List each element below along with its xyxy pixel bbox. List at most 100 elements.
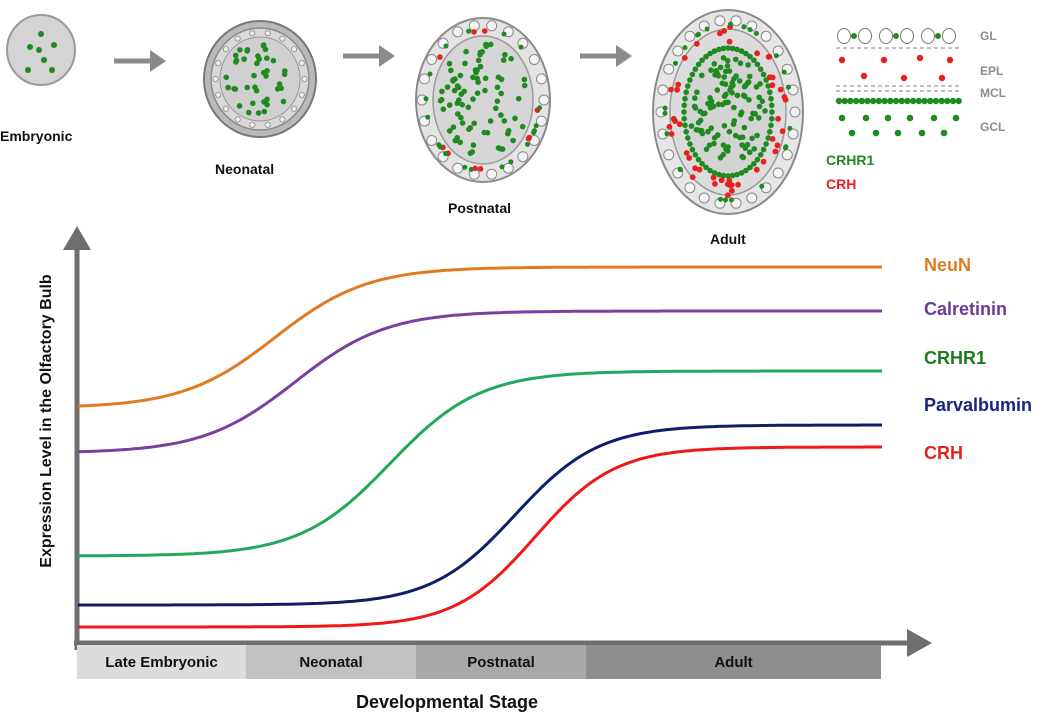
mcl-cell: [695, 61, 702, 68]
gl-cell: [517, 151, 529, 163]
crhr1-cell: [250, 100, 256, 107]
series-label-calretinin: Calretinin: [924, 299, 1008, 319]
mcl-cell: [734, 171, 740, 178]
mcl-cell: [898, 97, 905, 105]
gl-cell: [684, 182, 696, 194]
crhr1-cell: [746, 149, 753, 156]
crhr1-cell: [261, 108, 268, 115]
crhr1-cell: [237, 47, 243, 53]
mcl-cell: [687, 141, 693, 147]
crh-cell: [725, 192, 731, 199]
crh-cell: [670, 115, 677, 122]
crh-cell: [481, 28, 488, 34]
gl-cell: [921, 28, 935, 44]
crhr1-cell: [232, 52, 239, 59]
crh-cell: [692, 165, 698, 172]
crhr1-cell: [718, 196, 723, 202]
mcl-cell: [909, 97, 917, 105]
crhr1-cell: [753, 30, 759, 36]
crhr1-cell: [753, 84, 760, 90]
crhr1-cell: [692, 105, 699, 111]
crhr1-cell: [518, 44, 524, 50]
crhr1-cell: [25, 67, 31, 73]
crh-cell: [712, 181, 718, 187]
crhr1-cell: [721, 123, 728, 129]
gl-cell: [672, 45, 684, 57]
series-lines: [77, 265, 882, 629]
crhr1-cell: [726, 68, 733, 74]
crhr1-cell: [450, 124, 457, 130]
crhr1-cell: [537, 105, 543, 111]
gl-cell: [298, 60, 305, 67]
gl-cell: [789, 106, 801, 118]
crhr1-cell: [759, 98, 766, 105]
crhr1-cell: [505, 128, 512, 134]
crhr1-cell: [494, 84, 501, 91]
gl-cell: [536, 115, 547, 127]
gl-cell: [730, 15, 742, 27]
crhr1-cell: [848, 129, 856, 137]
mcl-cell: [769, 109, 775, 115]
crhr1-cell: [252, 84, 258, 90]
mcl-cell: [754, 156, 761, 163]
layer-legend: [835, 28, 962, 137]
crhr1-cell: [749, 135, 755, 142]
series-line-crh: [78, 445, 882, 629]
crhr1-cell: [862, 114, 870, 122]
mcl-cell: [767, 129, 773, 135]
crhr1-cell: [263, 73, 269, 79]
crhr1-cell: [457, 72, 464, 79]
crhr1-cell: [745, 62, 751, 68]
gl-cell: [536, 73, 547, 85]
mcl-cell: [757, 152, 764, 158]
crhr1-cell: [717, 64, 724, 71]
crh-cell: [693, 40, 700, 47]
crhr1-cell: [699, 72, 705, 79]
crhr1-cell: [455, 111, 461, 117]
crh-cell: [916, 54, 924, 62]
mcl-cell: [692, 66, 699, 72]
crh-cell: [726, 38, 733, 45]
crh-cell: [946, 56, 954, 64]
crhr1-cell: [751, 146, 757, 152]
crh-cell: [472, 165, 479, 172]
mcl-cell: [757, 66, 764, 72]
gl-cell: [215, 91, 222, 99]
mcl-cell: [681, 102, 687, 109]
mcl-cell: [703, 164, 709, 171]
crhr1-cell: [695, 32, 700, 38]
crhr1-cell: [533, 123, 539, 129]
crhr1-cell: [729, 80, 735, 86]
crh-cell: [880, 56, 888, 64]
series-line-crhr1: [78, 369, 882, 558]
crhr1-cell: [521, 82, 528, 89]
mcl-cell: [738, 170, 745, 176]
crhr1-cell: [737, 60, 744, 67]
mcl-cell: [751, 57, 757, 63]
crhr1-cell: [723, 197, 728, 203]
stage-label-adult: Adult: [710, 231, 746, 247]
crhr1-cell: [225, 84, 231, 91]
mcl-cell: [683, 89, 689, 95]
crhr1-cell: [508, 159, 514, 165]
crhr1-cell: [487, 41, 494, 48]
crhr1-cell: [477, 63, 484, 70]
crh-cell: [900, 74, 908, 82]
mcl-cell: [716, 46, 722, 53]
crhr1-cell: [471, 120, 478, 127]
crhr1-cell: [719, 80, 726, 87]
crhr1-cell: [725, 99, 731, 106]
crhr1-cell: [423, 96, 429, 102]
mcl-cell: [892, 97, 900, 105]
crhr1-cell: [38, 31, 44, 37]
crh-cell: [718, 177, 725, 184]
mcl-cell: [847, 97, 854, 105]
mcl-cell: [707, 167, 713, 174]
crhr1-cell: [446, 128, 453, 134]
crh-cell: [666, 123, 673, 130]
crh-cell: [668, 131, 675, 137]
mcl-cell: [685, 135, 691, 141]
crhr1-cell: [785, 84, 791, 90]
